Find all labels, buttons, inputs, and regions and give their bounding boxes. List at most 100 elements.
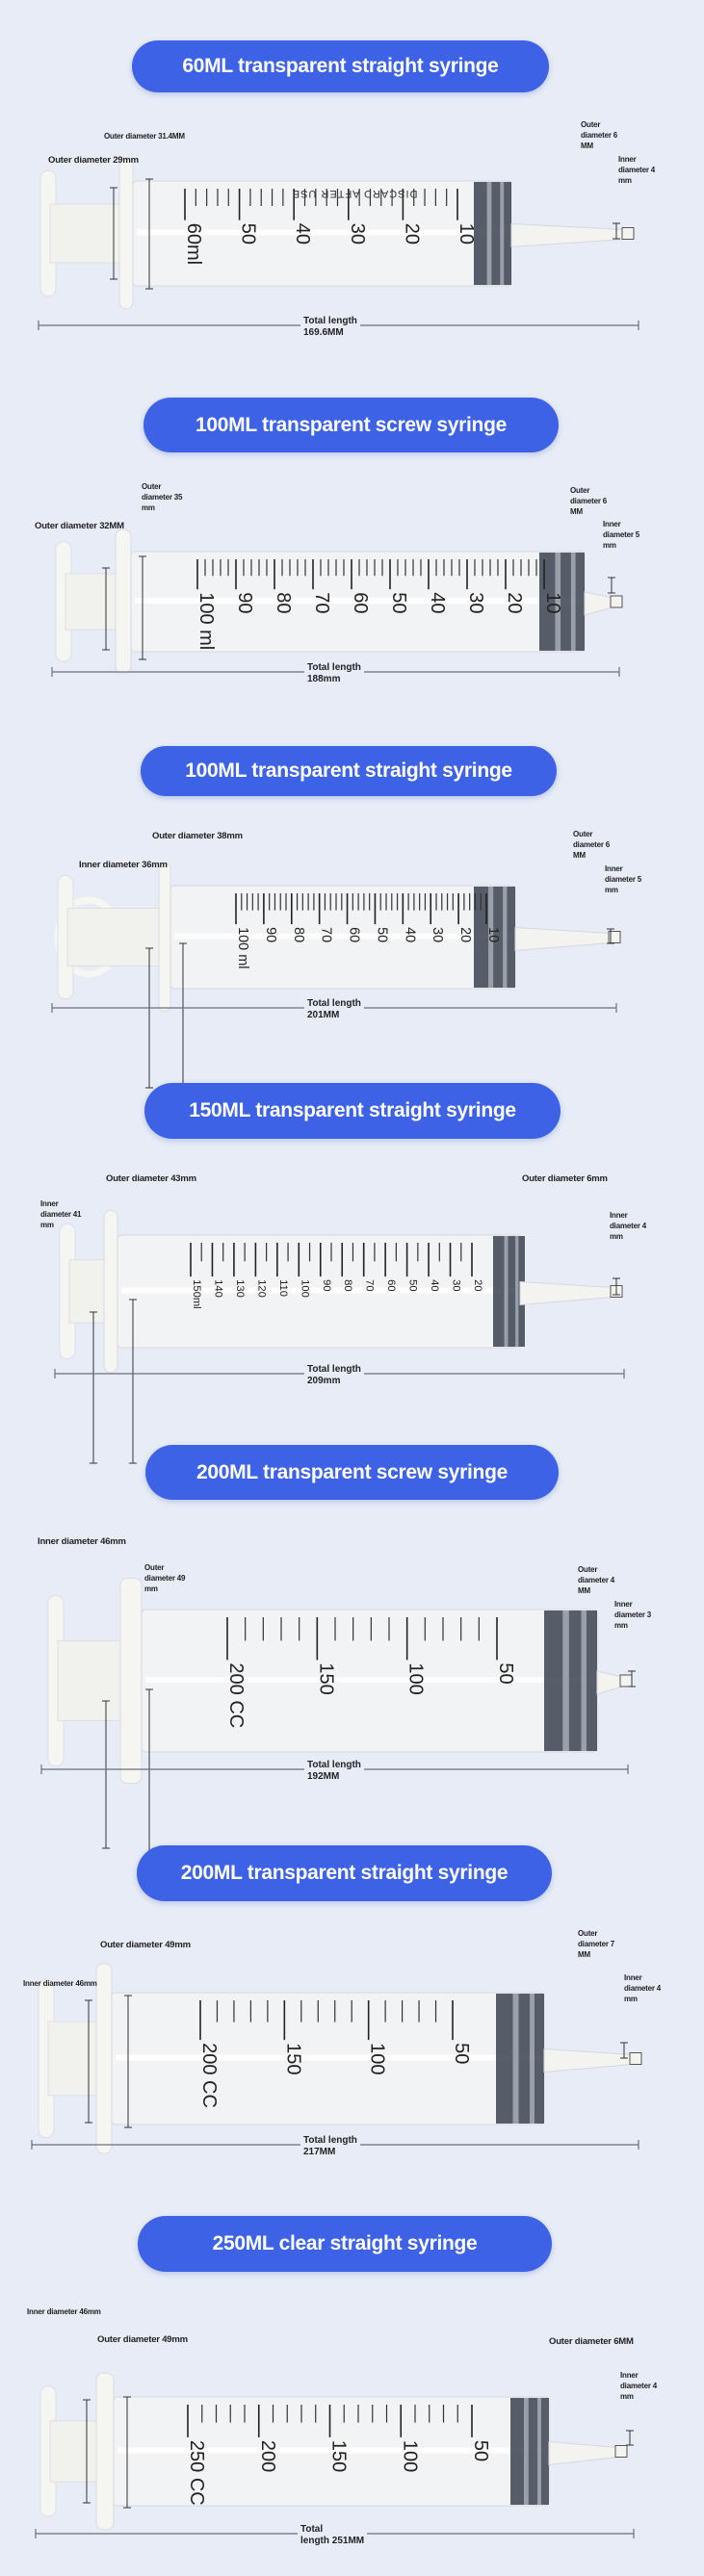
dimension-label: Outer diameter 32MM bbox=[35, 521, 124, 531]
scale-number: 80 bbox=[273, 592, 294, 613]
scale-number: 70 bbox=[319, 927, 334, 942]
scale-number: 10 bbox=[485, 927, 501, 942]
dimension-label: Inner diameter 3 mm bbox=[614, 1600, 652, 1630]
total-length-label: Total length 188mm bbox=[304, 662, 364, 685]
total-length-label: Total length 209mm bbox=[304, 1364, 364, 1387]
stopper-ring bbox=[503, 887, 508, 988]
scale-number: 30 bbox=[451, 1279, 462, 1291]
scale-number: 50 bbox=[374, 927, 389, 942]
scale-number: 40 bbox=[292, 223, 313, 245]
barrel-highlight bbox=[121, 1287, 516, 1294]
plunger-rod bbox=[49, 203, 122, 264]
nozzle-end bbox=[621, 227, 635, 240]
scale-number: 30 bbox=[430, 927, 445, 942]
dimension-label: Outer diameter 6 MM bbox=[573, 830, 611, 860]
dimension-label: Outer diameter 43mm bbox=[106, 1173, 196, 1184]
scale-number: 100 ml bbox=[196, 592, 217, 650]
nozzle-end bbox=[614, 2445, 628, 2458]
nozzle-tip bbox=[510, 222, 625, 248]
scale-number: 120 bbox=[255, 1279, 267, 1298]
stopper-ring bbox=[512, 1994, 519, 2124]
barrel-highlight bbox=[137, 229, 508, 236]
dimension-label: Outer diameter 7 MM bbox=[578, 1929, 615, 1959]
stopper-ring bbox=[581, 1610, 587, 1751]
stopper-ring bbox=[486, 182, 492, 285]
scale-number: 50 bbox=[388, 592, 409, 613]
barrel-flange bbox=[158, 862, 171, 1013]
scale-number: 110 bbox=[277, 1279, 289, 1297]
scale-number: 100 ml bbox=[235, 927, 250, 968]
dimension-label: Outer diameter 6 MM bbox=[570, 486, 608, 516]
scale-number: 80 bbox=[342, 1279, 353, 1291]
dimension-label: Outer diameter 6MM bbox=[549, 2336, 634, 2347]
scale-number: 70 bbox=[311, 592, 332, 613]
stopper-ring bbox=[524, 2398, 529, 2505]
scale-number: 20 bbox=[504, 592, 525, 613]
dimension-label: Inner diameter 46mm bbox=[38, 1536, 126, 1547]
dimension-label: Outer diameter 31.4MM bbox=[104, 132, 185, 141]
scale-number: 150 bbox=[328, 2440, 350, 2472]
stopper-ring bbox=[537, 2398, 541, 2505]
nozzle-end bbox=[619, 1674, 633, 1687]
barrel-highlight bbox=[145, 1677, 593, 1683]
scale-number: 30 bbox=[465, 592, 486, 613]
dimension-label: Outer diameter 35 mm bbox=[142, 482, 183, 512]
total-length-label: Total length 169.6MM bbox=[300, 316, 360, 339]
nozzle-tip bbox=[548, 2440, 618, 2466]
dimension-label: Inner diameter 4 mm bbox=[610, 1211, 647, 1241]
stopper-ring bbox=[562, 1610, 569, 1751]
scale-number: 40 bbox=[427, 592, 448, 613]
section-title-banner: 150ML transparent straight syringe bbox=[144, 1083, 561, 1139]
scale-number: 250 CC bbox=[186, 2440, 207, 2506]
dimension-label: Outer diameter 49mm bbox=[100, 1940, 191, 1950]
scale-number: 50 bbox=[238, 223, 259, 245]
dimension-label: Outer diameter 29mm bbox=[48, 155, 139, 166]
dimension-label: Inner diameter 46mm bbox=[27, 2307, 101, 2316]
scale-number: 90 bbox=[234, 592, 255, 613]
stopper-ring bbox=[570, 553, 576, 651]
plunger-rod bbox=[49, 2420, 99, 2483]
dimension-label: Inner diameter 4 mm bbox=[624, 1973, 662, 2003]
scale-number: 100 bbox=[367, 2043, 388, 2074]
scale-number: 60 bbox=[347, 927, 362, 942]
barrel-flange bbox=[95, 1963, 113, 2154]
nozzle-end bbox=[610, 595, 623, 608]
dimension-label: Outer diameter 49 mm bbox=[144, 1563, 186, 1593]
stopper-ring bbox=[500, 182, 505, 285]
total-length-label: Total length 217MM bbox=[300, 2135, 360, 2158]
nozzle-tip bbox=[519, 1280, 613, 1306]
scale-number: 50 bbox=[451, 2043, 472, 2064]
scale-number: 200 CC bbox=[225, 1662, 247, 1728]
scale-number: 90 bbox=[263, 927, 278, 942]
scale-number: 10 bbox=[542, 592, 563, 613]
scale-number: 80 bbox=[291, 927, 306, 942]
stopper-ring bbox=[515, 1236, 519, 1347]
dimension-label: Inner diameter 46mm bbox=[23, 1979, 97, 1988]
barrel-highlight bbox=[135, 598, 581, 604]
barrel-highlight bbox=[117, 2447, 545, 2454]
section-title-banner: 100ML transparent screw syringe bbox=[143, 398, 559, 452]
barrel-flange bbox=[95, 2372, 115, 2531]
total-length-label: Total length 192MM bbox=[304, 1760, 364, 1783]
stopper-ring bbox=[504, 1236, 508, 1347]
scale-number: 40 bbox=[402, 927, 417, 942]
rubber-stopper bbox=[496, 1994, 544, 2124]
scale-number: 140 bbox=[212, 1279, 223, 1298]
scale-number: 30 bbox=[347, 223, 368, 245]
nozzle-tip bbox=[543, 2048, 633, 2074]
barrel-flange bbox=[118, 157, 134, 310]
stopper-ring bbox=[488, 887, 494, 988]
scale-number: 50 bbox=[470, 2440, 491, 2461]
scale-number: 20 bbox=[472, 1279, 483, 1291]
plunger-rod bbox=[65, 573, 118, 631]
stopper-ring bbox=[530, 1994, 535, 2124]
dimension-label: Inner diameter 36mm bbox=[79, 860, 168, 870]
scale-number: 150 bbox=[282, 2043, 303, 2074]
barrel-highlight bbox=[174, 933, 511, 940]
